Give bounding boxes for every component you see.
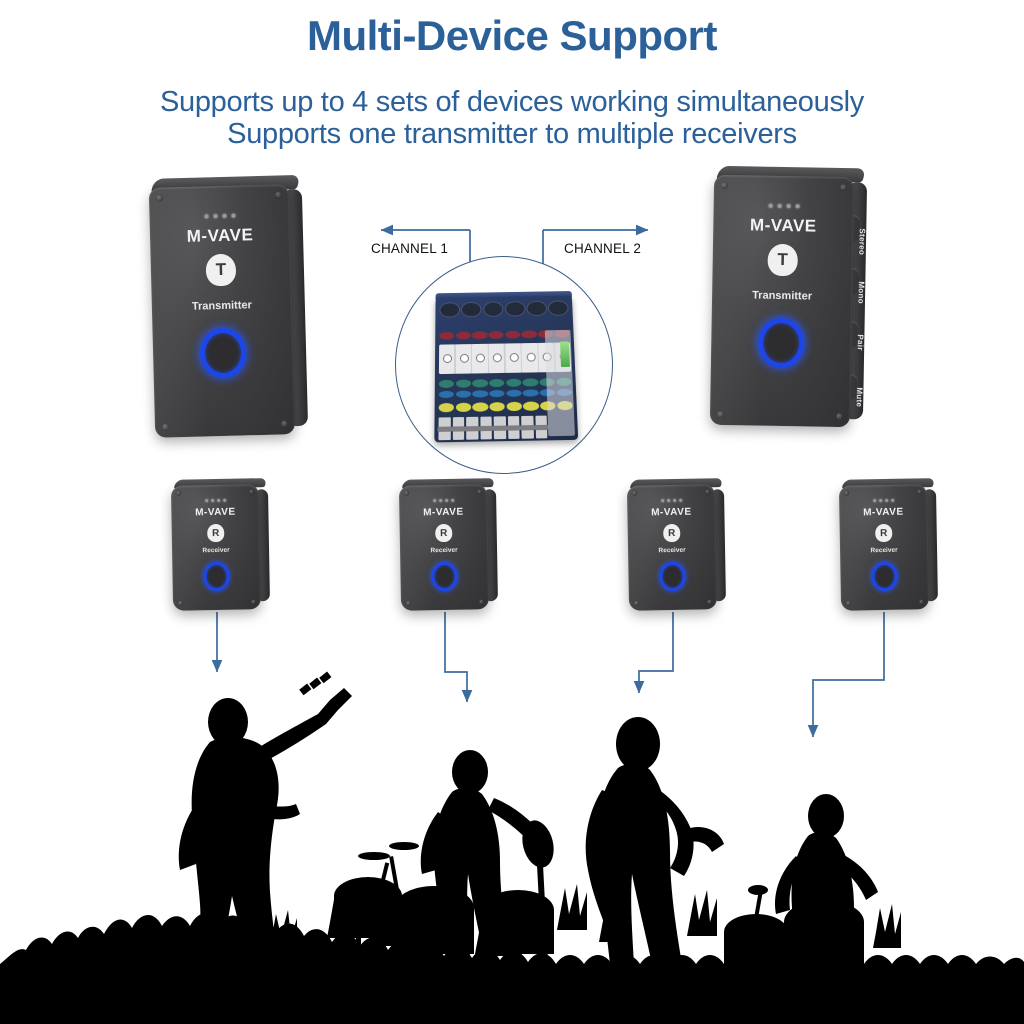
screw-icon — [476, 489, 483, 495]
power-button[interactable] — [431, 561, 458, 592]
mvave-logo-icon: R — [207, 523, 225, 543]
screw-icon — [716, 410, 725, 419]
led-indicator-row — [399, 498, 487, 503]
screw-icon — [706, 599, 712, 605]
audio-mixer — [434, 291, 579, 443]
screw-icon — [404, 490, 410, 496]
channel-1-label: CHANNEL 1 — [371, 241, 449, 256]
device-face: M-VAVE R Receiver — [838, 484, 930, 611]
device-face: M-VAVE R Receiver — [398, 484, 490, 611]
screw-icon — [155, 194, 164, 202]
screw-icon — [274, 191, 283, 199]
led-indicator-row — [627, 498, 715, 503]
device-role-label: Receiver — [202, 546, 230, 555]
screw-icon — [176, 490, 182, 496]
subtitle-line-1: Supports up to 4 sets of devices working… — [159, 86, 865, 118]
device-role-label: Transmitter — [752, 289, 813, 303]
transmitter-right[interactable]: Stereo Mono Pair Mute M-VAVE T Transmitt… — [709, 165, 868, 428]
brand-label: M-VAVE — [651, 506, 692, 519]
channel-2-label: CHANNEL 2 — [564, 241, 642, 256]
device-face: M-VAVE T Transmitter — [148, 184, 296, 438]
mixer-callout-circle — [395, 256, 613, 474]
screw-icon — [248, 489, 255, 495]
power-button[interactable] — [871, 561, 898, 592]
led-indicator-row — [149, 212, 289, 220]
device-role-label: Receiver — [870, 546, 898, 555]
screw-icon — [839, 183, 848, 192]
brand-label: M-VAVE — [186, 225, 254, 246]
subtitle-line-2: Supports one transmitter to multiple rec… — [227, 118, 797, 150]
screw-icon — [161, 423, 170, 431]
screw-icon — [720, 181, 729, 190]
side-button-mute-label: Mute — [854, 387, 865, 408]
screw-icon — [845, 600, 852, 606]
device-role-label: Receiver — [430, 546, 458, 555]
brand-label: M-VAVE — [863, 506, 904, 519]
page-title: Multi-Device Support — [306, 12, 718, 59]
device-face: M-VAVE R Receiver — [626, 484, 718, 611]
brand-label: M-VAVE — [423, 506, 464, 519]
receiver-3[interactable]: M-VAVE R Receiver — [626, 478, 726, 611]
performer-guitarist — [178, 671, 352, 976]
device-role-label: Transmitter — [191, 299, 252, 313]
screw-icon — [632, 490, 638, 496]
mvave-logo-icon: R — [663, 523, 681, 543]
screw-icon — [250, 599, 256, 605]
mixer-body — [434, 295, 579, 443]
mvave-logo-icon: R — [435, 523, 453, 543]
device-face: M-VAVE T Transmitter — [709, 174, 855, 428]
led-indicator-row — [714, 203, 854, 209]
mvave-logo-icon: R — [875, 523, 893, 543]
mvave-logo-icon: T — [767, 243, 798, 277]
receiver-2[interactable]: M-VAVE R Receiver — [398, 478, 498, 611]
device-face: M-VAVE R Receiver — [170, 484, 262, 611]
screw-icon — [835, 412, 844, 421]
brand-label: M-VAVE — [195, 506, 236, 519]
stage-silhouette — [0, 671, 1024, 1024]
receiver-1[interactable]: M-VAVE R Receiver — [170, 478, 270, 611]
mixer-input-jack-row — [439, 300, 569, 327]
brand-label: M-VAVE — [749, 215, 817, 236]
mixer-fader-row — [438, 415, 548, 441]
led-indicator-row — [171, 498, 259, 503]
side-button-stereo-label: Stereo — [857, 228, 867, 256]
screw-icon — [280, 420, 289, 428]
power-button[interactable] — [659, 561, 686, 592]
screw-icon — [918, 599, 924, 605]
crowd-silhouette — [0, 912, 1024, 1024]
transmitter-left[interactable]: M-VAVE T Transmitter — [148, 174, 309, 438]
device-role-label: Receiver — [658, 546, 686, 555]
power-button[interactable] — [757, 317, 805, 369]
screw-icon — [177, 600, 184, 606]
power-button[interactable] — [199, 327, 247, 379]
mvave-logo-icon: T — [205, 253, 237, 287]
receiver-4[interactable]: M-VAVE R Receiver — [838, 478, 938, 611]
side-button-mono-label: Mono — [856, 281, 866, 304]
screw-icon — [916, 489, 923, 495]
screw-icon — [478, 599, 484, 605]
mixer-level-meter — [560, 341, 571, 368]
screw-icon — [844, 490, 850, 496]
power-button[interactable] — [203, 561, 230, 592]
screw-icon — [405, 600, 412, 606]
led-indicator-row — [839, 498, 927, 503]
screw-icon — [633, 600, 640, 606]
screw-icon — [704, 489, 711, 495]
side-button-pair-label: Pair — [855, 334, 865, 351]
